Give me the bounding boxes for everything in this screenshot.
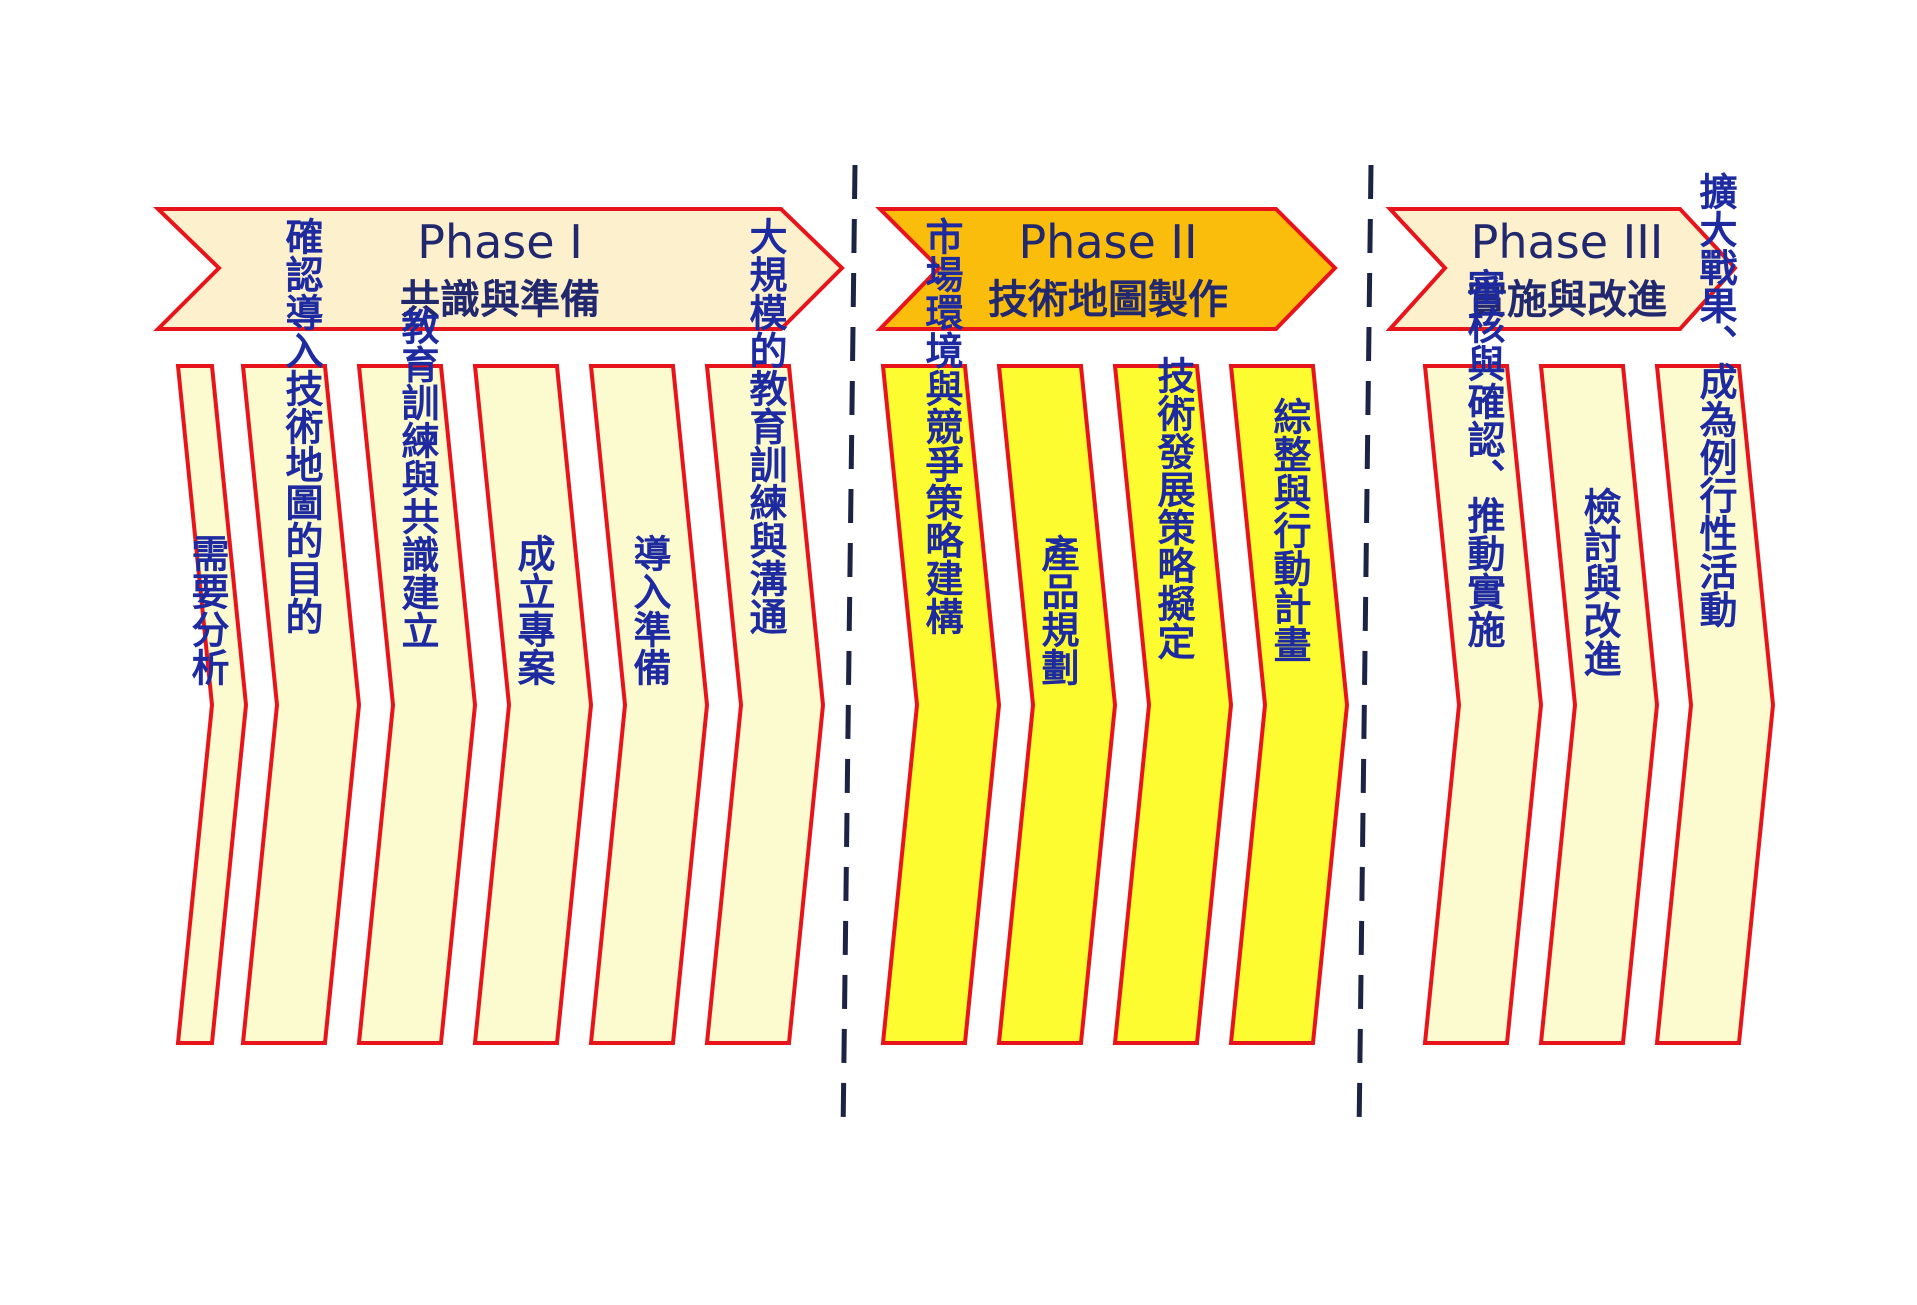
step-card: 確認導入技術地圖的目的 xyxy=(240,217,362,1045)
step-chevron xyxy=(880,364,1002,1045)
step-label: 審核與確認、推動實施 xyxy=(1461,268,1506,648)
phase-1-arrow xyxy=(153,207,845,331)
step-card: 檢討與改進 xyxy=(1538,364,1660,1045)
phase-2-title: Phase II xyxy=(1018,215,1197,269)
phase-3-steps: 審核與確認、推動實施 檢討與改進 擴大戰果、成為例行性活動 xyxy=(1422,171,1776,1045)
step-card: 技術發展策略擬定 xyxy=(1112,356,1234,1045)
step-chevron xyxy=(704,364,826,1045)
phase-3-banner: Phase III 實施與改進 xyxy=(1385,207,1738,331)
step-label: 大規模的教育訓練與溝通 xyxy=(743,217,787,635)
step-card: 需要分析 xyxy=(175,364,249,1045)
step-chevron xyxy=(240,364,362,1045)
phase-2-steps: 市場環境與競爭策略建構 產品規劃 技術發展策略擬定 綜整與行動計畫 xyxy=(880,217,1350,1045)
step-label: 市場環境與競爭策略建構 xyxy=(919,217,963,635)
step-chevron xyxy=(1228,364,1350,1045)
step-label: 教育訓練與共識建立 xyxy=(395,307,439,649)
phase-2-banner: Phase II 技術地圖製作 xyxy=(875,207,1338,331)
step-chevron xyxy=(1538,364,1660,1045)
phase-divider-2 xyxy=(1356,164,1374,1136)
step-label: 產品規劃 xyxy=(1035,533,1079,686)
phase-3-arrow xyxy=(1385,207,1738,331)
phase-1-banner: Phase I 共識與準備 xyxy=(153,207,845,331)
phase-3-title: Phase III xyxy=(1471,215,1664,269)
step-chevron xyxy=(356,364,478,1045)
step-label: 技術發展策略擬定 xyxy=(1151,356,1196,660)
step-card: 教育訓練與共識建立 xyxy=(356,307,478,1045)
phase-divider-1 xyxy=(840,164,858,1136)
step-chevron xyxy=(1112,364,1234,1045)
step-card: 擴大戰果、成為例行性活動 xyxy=(1654,171,1776,1045)
step-label: 成立專案 xyxy=(511,534,555,686)
step-card: 市場環境與競爭策略建構 xyxy=(880,217,1002,1045)
step-chevron xyxy=(1422,364,1544,1045)
step-card: 大規模的教育訓練與溝通 xyxy=(704,217,826,1045)
step-chevron xyxy=(588,364,710,1045)
step-chevron xyxy=(175,364,249,1045)
phase-2-subtitle: 技術地圖製作 xyxy=(988,277,1228,323)
step-label: 需要分析 xyxy=(185,534,229,686)
step-chevron xyxy=(1654,364,1776,1045)
phase-3-subtitle: 實施與改進 xyxy=(1467,277,1667,323)
step-card: 導入準備 xyxy=(588,364,710,1045)
step-label: 確認導入技術地圖的目的 xyxy=(279,217,324,635)
phase-2-arrow xyxy=(875,207,1338,331)
phase-1-subtitle: 共識與準備 xyxy=(400,277,600,323)
phase-1-title: Phase I xyxy=(417,215,583,269)
step-card: 綜整與行動計畫 xyxy=(1228,364,1350,1045)
step-label: 綜整與行動計畫 xyxy=(1267,397,1311,663)
step-label: 導入準備 xyxy=(627,534,671,686)
step-chevron xyxy=(472,364,594,1045)
step-card: 審核與確認、推動實施 xyxy=(1422,268,1544,1045)
step-card: 成立專案 xyxy=(472,364,594,1045)
step-card: 產品規劃 xyxy=(996,364,1118,1045)
step-chevron xyxy=(996,364,1118,1045)
step-label: 擴大戰果、成為例行性活動 xyxy=(1693,171,1737,628)
phase-1-steps: 需要分析 確認導入技術地圖的目的 教育訓練與共識建立 成立專案 導入準備 大規模… xyxy=(175,217,826,1045)
step-label: 檢討與改進 xyxy=(1577,487,1621,677)
